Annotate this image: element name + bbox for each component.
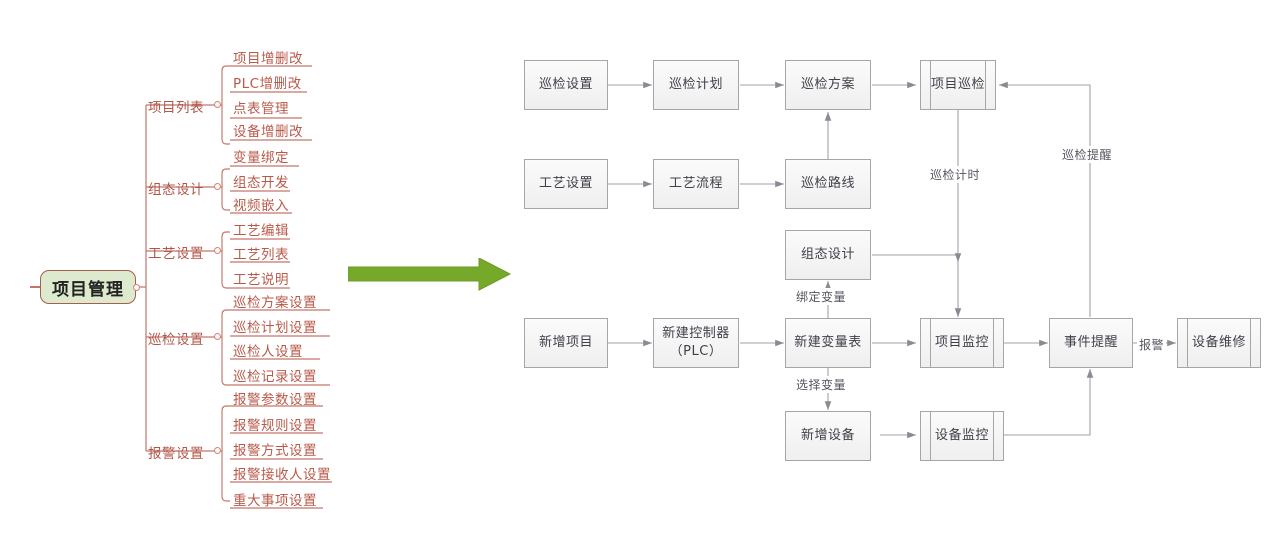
flow-node-n8-label: 组态设计 [800, 247, 855, 263]
flow-node-n1-label: 巡检设置 [538, 77, 593, 93]
flow-edge-label-e3: 绑定变量 [794, 288, 849, 305]
flow-node-n16-label: 设备监控 [934, 428, 989, 444]
mindmap-leaf-0-3[interactable]: 设备增删改 [233, 124, 303, 140]
flow-node-n7-label: 巡检路线 [800, 176, 855, 192]
flow-node-n13[interactable]: 事件提醒 [1049, 318, 1133, 368]
mindmap-leaf-3-2[interactable]: 巡检人设置 [233, 344, 303, 360]
flow-node-n12[interactable]: 项目监控 [920, 318, 1004, 368]
mindmap-leaf-0-2[interactable]: 点表管理 [233, 101, 289, 117]
mindmap-branch-4[interactable]: 报警设置 [148, 446, 204, 462]
flow-node-n12-label: 项目监控 [934, 335, 989, 351]
green-right-arrow-icon [348, 258, 512, 291]
flow-node-n15[interactable]: 新增设备 [785, 411, 871, 461]
mindmap-leaf-2-2[interactable]: 工艺说明 [233, 272, 289, 288]
mindmap-leaf-0-4[interactable]: 变量绑定 [233, 150, 289, 166]
mindmap-leaf-0-0[interactable]: 项目增删改 [233, 51, 303, 67]
flow-node-n14-label: 设备维修 [1191, 335, 1246, 351]
mindmap-connectors [30, 65, 332, 509]
flow-edge-label-e1: 巡检计时 [928, 166, 983, 183]
mindmap-root-node[interactable]: 项目管理 [40, 270, 136, 304]
mindmap-branch-4-collapse-icon[interactable] [214, 447, 221, 454]
mindmap-leaf-3-3[interactable]: 巡检记录设置 [233, 369, 317, 385]
flow-edge-label-e2: 巡检提醒 [1060, 146, 1115, 163]
flow-node-n2-label: 巡检计划 [668, 77, 723, 93]
flow-node-n10-label: 新建控制器 （PLC） [662, 326, 730, 359]
flow-node-n2[interactable]: 巡检计划 [653, 60, 739, 110]
flow-node-n9[interactable]: 新增项目 [524, 318, 608, 368]
flow-node-n3[interactable]: 巡检方案 [785, 60, 871, 110]
flow-node-n3-label: 巡检方案 [800, 77, 855, 93]
mindmap-branch-3[interactable]: 巡检设置 [148, 332, 204, 348]
mindmap-branch-1[interactable]: 组态设计 [148, 182, 204, 198]
mindmap-branch-2-collapse-icon[interactable] [214, 247, 221, 254]
flow-node-n6-label: 工艺流程 [668, 176, 723, 192]
flow-edge-label-e4: 选择变量 [794, 376, 849, 393]
mindmap-branch-2[interactable]: 工艺设置 [148, 246, 204, 262]
flow-node-n8[interactable]: 组态设计 [785, 230, 871, 280]
mindmap-root-collapse-icon[interactable] [133, 284, 140, 291]
mindmap-leaf-2-0[interactable]: 工艺编辑 [233, 223, 289, 239]
flow-node-n10[interactable]: 新建控制器 （PLC） [653, 318, 739, 368]
flow-edge-label-e5: 报警 [1137, 336, 1167, 353]
flow-node-n5-label: 工艺设置 [538, 176, 593, 192]
flow-node-n16[interactable]: 设备监控 [920, 411, 1004, 461]
mindmap-leaf-2-1[interactable]: 工艺列表 [233, 247, 289, 263]
mindmap-leaf-1-0[interactable]: 组态开发 [233, 175, 289, 191]
mindmap-branch-3-collapse-icon[interactable] [214, 333, 221, 340]
mindmap-panel: 项目管理 项目列表 组态设计 工艺设置 巡检设置 报警设置 项目增删改 PLC增… [0, 0, 520, 559]
mindmap-leaf-1-1[interactable]: 视频嵌入 [233, 198, 289, 214]
mindmap-branch-0[interactable]: 项目列表 [148, 100, 204, 116]
mindmap-leaf-4-2[interactable]: 报警方式设置 [233, 443, 317, 459]
mindmap-branch-1-collapse-icon[interactable] [214, 183, 221, 190]
flow-node-n7[interactable]: 巡检路线 [785, 159, 871, 209]
flow-node-n13-label: 事件提醒 [1063, 335, 1118, 351]
mindmap-leaf-3-1[interactable]: 巡检计划设置 [233, 320, 317, 336]
flow-node-n14[interactable]: 设备维修 [1177, 318, 1261, 368]
mindmap-leaf-4-1[interactable]: 报警规则设置 [233, 418, 317, 434]
mindmap-root-label: 项目管理 [52, 279, 124, 300]
mindmap-leaf-0-1[interactable]: PLC增删改 [233, 76, 302, 92]
flow-node-n6[interactable]: 工艺流程 [653, 159, 739, 209]
flow-node-n1[interactable]: 巡检设置 [524, 60, 608, 110]
mindmap-leaf-4-3[interactable]: 报警接收人设置 [233, 467, 331, 483]
mindmap-leaf-4-0[interactable]: 报警参数设置 [233, 392, 317, 408]
mindmap-leaf-4-4[interactable]: 重大事项设置 [233, 493, 317, 509]
flow-node-n9-label: 新增项目 [538, 335, 593, 351]
flow-node-n4[interactable]: 项目巡检 [920, 60, 996, 110]
mindmap-branch-0-collapse-icon[interactable] [214, 101, 221, 108]
flow-node-n15-label: 新增设备 [800, 428, 855, 444]
flow-node-n5[interactable]: 工艺设置 [524, 159, 608, 209]
flow-node-n11-label: 新建变量表 [794, 335, 862, 351]
flow-node-n11[interactable]: 新建变量表 [785, 318, 871, 368]
mindmap-leaf-3-0[interactable]: 巡检方案设置 [233, 295, 317, 311]
flow-node-n4-label: 项目巡检 [930, 77, 985, 93]
